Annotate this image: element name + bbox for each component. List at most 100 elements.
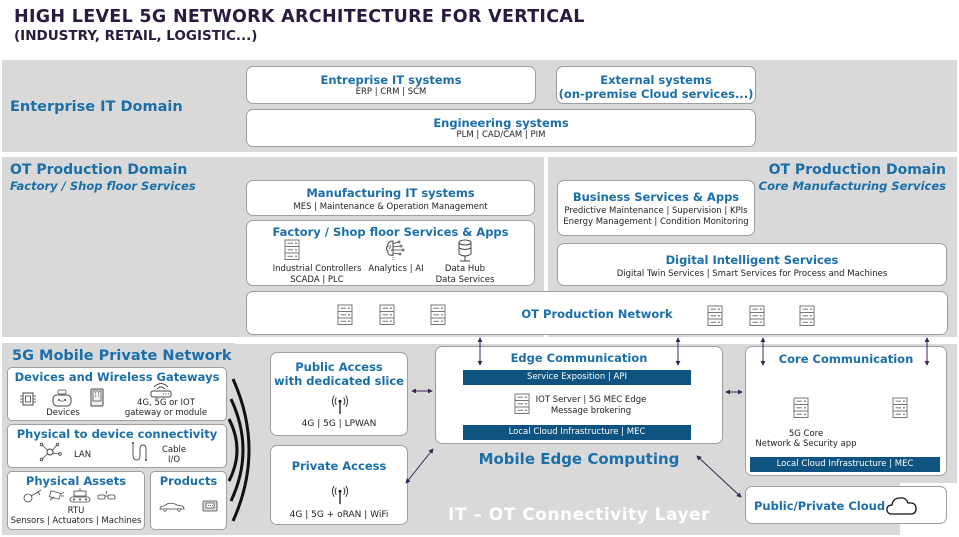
edge-communication-title: Edge Communication [510, 351, 648, 365]
title-line-2: (INDUSTRY, RETAIL, LOGISTIC...) [14, 28, 258, 44]
private-access-box: Private Access 4G | 5G + oRAN | WiFi [270, 445, 408, 525]
radio-waves-icon [227, 378, 251, 522]
server-icon [284, 239, 300, 261]
conveyor-icon [69, 488, 91, 503]
business-services-line-1: Predictive Maintenance | Supervision | K… [564, 206, 748, 216]
public-access-sub: 4G | 5G | LPWAN [301, 419, 377, 429]
ot-core-domain-sub: Core Manufacturing Services [758, 179, 946, 193]
ot-core-domain-title: OT Production Domain [768, 162, 946, 178]
ot-production-network-title: OT Production Network [521, 307, 673, 321]
edge-local-cloud-bar: Local Cloud Infrastructure | MEC [463, 425, 691, 440]
products-title: Products [159, 474, 218, 488]
camera-sensor-icon [48, 490, 65, 501]
gateway-line-1: 4G, 5G or IOT [137, 398, 195, 408]
manufacturing-it-title: Manufacturing IT systems [306, 186, 475, 200]
shopfloor-services-title: Factory / Shop floor Services & Apps [272, 225, 509, 239]
service-exposition-bar: Service Exposition | API [463, 370, 691, 385]
cable-line-1: Cable [162, 445, 187, 455]
public-access-box: Public Access with dedicated slice 4G | … [270, 352, 408, 436]
physical-assets-title: Physical Assets [25, 474, 127, 488]
devices-label: Devices [46, 408, 80, 418]
engineering-systems-box: Engineering systems PLM | CAD/CAM | PIM [246, 109, 756, 147]
cloud-icon [886, 497, 917, 515]
engineering-systems-title: Engineering systems [433, 116, 569, 130]
private-access-title: Private Access [291, 459, 387, 473]
public-access-title-1: Public Access [295, 360, 383, 374]
devices-gateways-title: Devices and Wireless Gateways [14, 370, 220, 384]
external-systems-box: External systems (on-premise Cloud servi… [556, 66, 756, 104]
appliance-icon [202, 500, 218, 512]
digital-services-title: Digital Intelligent Services [665, 253, 839, 267]
server-icon [337, 304, 353, 326]
enterprise-it-systems-box: Entreprise IT systems ERP | CRM | SCM [246, 66, 536, 104]
products-box: Products [150, 471, 227, 530]
server-icon [892, 397, 908, 419]
database-icon [457, 239, 473, 263]
connectivity-layer-label: IT – OT Connectivity Layer [448, 505, 710, 525]
antenna-icon [329, 393, 351, 415]
private-network-label: 5G Mobile Private Network [12, 348, 232, 364]
cable-line-2: I/O [167, 455, 181, 465]
car-icon [159, 502, 185, 512]
enterprise-it-sub: ERP | CRM | SCM [355, 87, 427, 97]
analytics-ai-label: Analytics | AI [368, 264, 424, 274]
manufacturing-it-box: Manufacturing IT systems MES | Maintenan… [246, 180, 535, 216]
rtu-label: RTU [67, 506, 85, 516]
core-line-2: Network & Security app [755, 439, 857, 449]
core-line-1: 5G Core [788, 429, 824, 439]
core-communication-box: Core Communication 5G Core Network & Sec… [745, 346, 947, 476]
controllers-line-2: SCADA | PLC [290, 275, 344, 285]
enterprise-domain-label: Enterprise IT Domain [10, 99, 183, 115]
core-local-cloud-bar: Local Cloud Infrastructure | MEC [750, 457, 940, 472]
server-icon [799, 305, 815, 327]
machine-icon [97, 491, 116, 500]
external-systems-title: External systems [600, 73, 712, 87]
lan-network-icon [39, 442, 62, 462]
digital-services-sub: Digital Twin Services | Smart Services f… [616, 269, 888, 279]
lan-label: LAN [74, 450, 92, 460]
shopfloor-item-controllers [267, 239, 317, 261]
robot-arm-icon [23, 489, 42, 503]
public-access-title-2: with dedicated slice [274, 374, 404, 388]
industrial-machines-icons [23, 488, 116, 503]
mobile-edge-computing-caption: Mobile Edge Computing [478, 450, 680, 468]
physical-connectivity-box: Physical to device connectivity LAN Cabl… [7, 424, 227, 468]
server-icon [793, 397, 809, 419]
server-icon [707, 305, 723, 327]
ot-factory-domain-label: OT Production Domain Factory / Shop floo… [10, 162, 196, 194]
physical-assets-box: Physical Assets RTU Sensors | Actuators … [7, 471, 145, 530]
diagram-title: HIGH LEVEL 5G NETWORK ARCHITECTURE FOR V… [14, 6, 585, 44]
brain-ai-icon [383, 238, 407, 262]
edge-line-2: Message brokering [550, 406, 632, 416]
gateway-line-2: gateway or module [124, 408, 208, 418]
wifi-router-icon [150, 383, 172, 398]
robot-icon [52, 389, 72, 407]
data-hub-line-1: Data Hub [444, 264, 486, 274]
tablet-icon [90, 388, 104, 407]
physical-connectivity-title: Physical to device connectivity [16, 427, 218, 441]
antenna-icon [329, 483, 351, 505]
ot-factory-domain-title: OT Production Domain [10, 162, 188, 178]
cloud-title: Public/Private Cloud [754, 499, 886, 513]
business-services-title: Business Services & Apps [572, 190, 740, 204]
engineering-systems-sub: PLM | CAD/CAM | PIM [456, 130, 546, 140]
enterprise-it-title: Entreprise IT systems [320, 73, 462, 87]
core-communication-title: Core Communication [778, 352, 914, 366]
ot-production-network-box: OT Production Network [246, 291, 948, 335]
cable-icon [132, 442, 147, 461]
devices-gateways-box: Devices and Wireless Gateways Devices 4G… [7, 367, 227, 421]
external-systems-title-2: (on-premise Cloud services...) [558, 87, 754, 101]
digital-intelligent-services-box: Digital Intelligent Services Digital Twi… [557, 243, 947, 286]
business-services-line-2: Energy Management | Condition Monitoring [563, 217, 749, 227]
shopfloor-services-box: Factory / Shop floor Services & Apps Ind… [246, 220, 535, 286]
edge-line-1: IOT Server | 5G MEC Edge [535, 395, 647, 405]
edge-communication-box: Edge Communication Service Exposition | … [435, 346, 723, 444]
server-icon [749, 305, 765, 327]
sensors-actuators-machines-label: Sensors | Actuators | Machines [10, 516, 142, 526]
title-line-1: HIGH LEVEL 5G NETWORK ARCHITECTURE FOR V… [14, 7, 585, 27]
ot-factory-domain-sub: Factory / Shop floor Services [10, 179, 196, 193]
business-services-box: Business Services & Apps Predictive Main… [557, 180, 755, 236]
private-access-sub: 4G | 5G + oRAN | WiFi [289, 510, 389, 520]
chip-icon [20, 392, 36, 406]
public-private-cloud-box: Public/Private Cloud [745, 486, 947, 524]
